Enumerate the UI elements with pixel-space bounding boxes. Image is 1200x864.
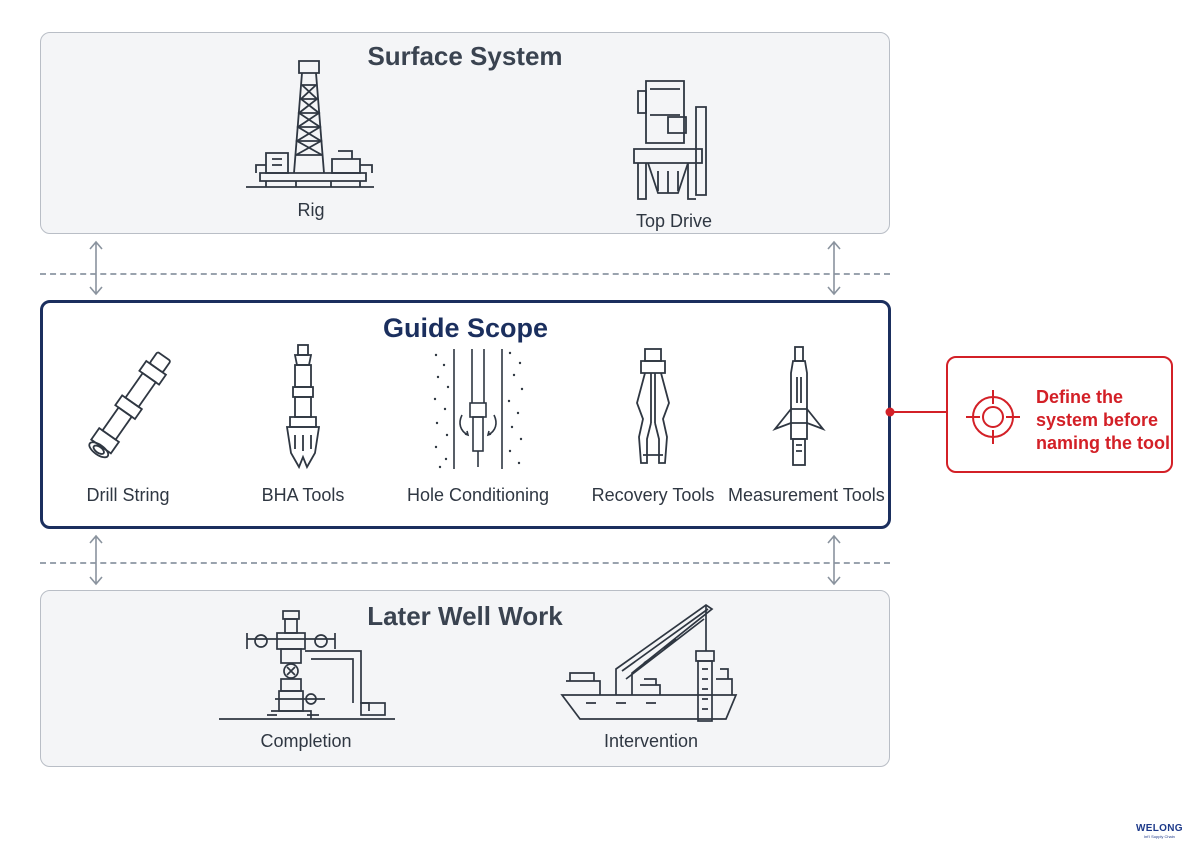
measurement-tools-label: Measurement Tools — [728, 485, 885, 505]
top-drive-icon — [633, 80, 707, 200]
later-well-work-title: Later Well Work — [367, 601, 563, 631]
bha-tool-icon — [285, 344, 321, 470]
recovery-tools-label: Recovery Tools — [591, 485, 715, 505]
brand-logo: WELONG Int'l Supply Chain — [1136, 823, 1183, 839]
measurement-tools-item: Measurement Tools — [728, 343, 885, 506]
target-icon — [966, 390, 1020, 444]
bha-tools-item: BHA Tools — [243, 343, 363, 506]
completion-label: Completion — [260, 731, 352, 751]
callout-box: Define the system before naming the tool — [946, 356, 1173, 473]
completion-item: Completion — [211, 599, 401, 752]
intervention-item: Intervention — [556, 599, 746, 752]
connector-arrow-lower-left — [89, 534, 103, 586]
drill-string-item: Drill String — [63, 343, 193, 506]
top-drive-item: Top Drive — [604, 73, 744, 232]
recovery-tools-item: Recovery Tools — [588, 343, 718, 506]
connector-arrow-lower-right — [827, 534, 841, 586]
logo-subtitle: Int'l Supply Chain — [1143, 834, 1175, 839]
hole-conditioning-icon — [433, 349, 524, 469]
boundary-line-lower — [40, 562, 890, 564]
drill-string-icon — [88, 351, 171, 459]
measurement-tool-icon — [772, 346, 826, 466]
crane-vessel-icon — [560, 603, 738, 722]
hole-conditioning-label: Hole Conditioning — [406, 485, 550, 505]
surface-system-title: Surface System — [367, 41, 563, 71]
guide-scope-title: Guide Scope — [382, 313, 549, 343]
wellhead-icon — [219, 610, 395, 720]
surface-system-panel: Surface System Rig Top Drive — [40, 32, 890, 234]
callout-text: Define the system before naming the tool — [1036, 387, 1170, 453]
callout-connector — [885, 407, 948, 417]
rig-label: Rig — [297, 200, 325, 220]
fishing-tool-icon — [636, 348, 670, 464]
connector-arrow-upper-right — [827, 240, 841, 296]
later-well-work-panel: Later Well Work Completion — [40, 590, 890, 767]
hole-conditioning-item: Hole Conditioning — [398, 343, 558, 506]
drilling-rig-icon — [246, 60, 374, 188]
top-drive-label: Top Drive — [635, 211, 713, 231]
intervention-label: Intervention — [603, 731, 699, 751]
bha-tools-label: BHA Tools — [261, 485, 345, 505]
logo-name: WELONG — [1136, 823, 1183, 834]
connector-arrow-upper-left — [89, 240, 103, 296]
rig-item: Rig — [231, 55, 391, 221]
guide-scope-panel: Guide Scope Drill String — [40, 300, 891, 529]
boundary-line-upper — [40, 273, 890, 275]
drill-string-label: Drill String — [86, 485, 170, 505]
